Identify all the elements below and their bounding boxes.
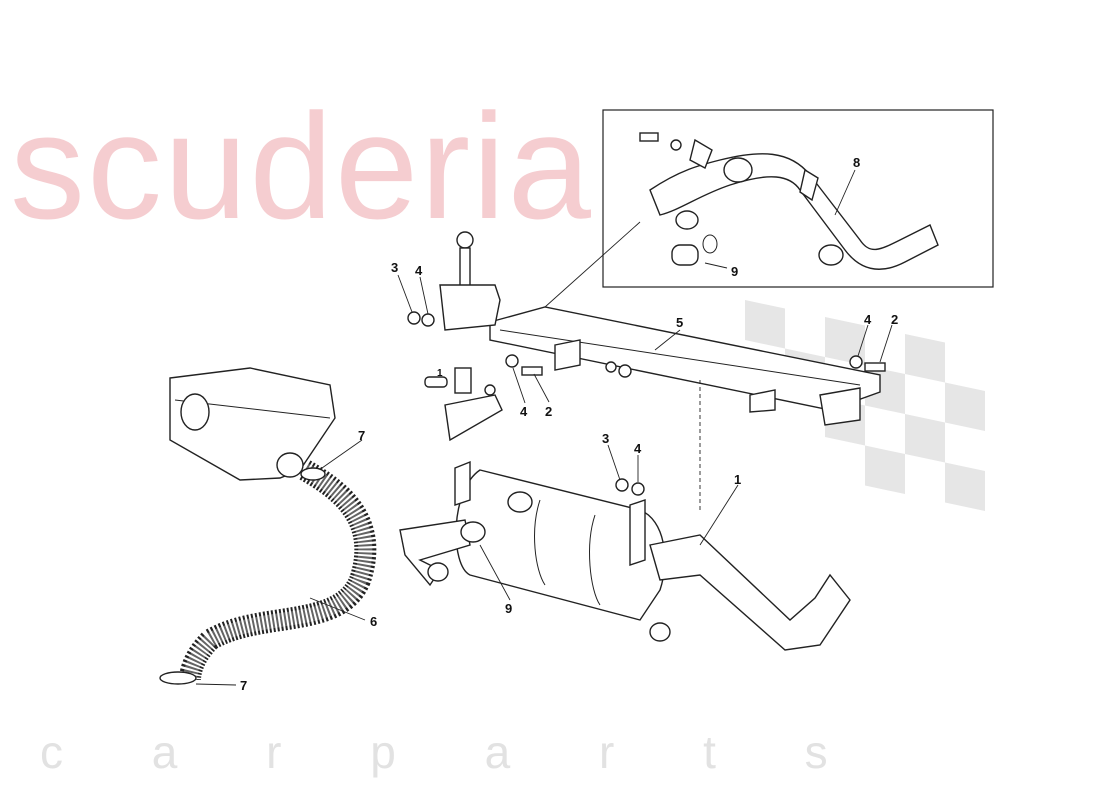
callout-4: 4 [864, 312, 872, 327]
air-filter-box [169, 367, 336, 481]
part-7-clamp-upper [300, 467, 326, 481]
callout-9: 9 [505, 601, 512, 616]
callout-2: 2 [545, 404, 552, 419]
part-5-crossmember [489, 306, 881, 426]
callout-7: 7 [358, 428, 365, 443]
callout-9: 9 [731, 264, 738, 279]
part-7-clamp-lower [159, 671, 197, 685]
callout-3: 3 [602, 431, 609, 446]
callout-1: 1 [734, 472, 741, 487]
callout-4: 4 [634, 441, 642, 456]
callout-5: 5 [676, 315, 683, 330]
callout-7: 7 [240, 678, 247, 693]
part-9-sleeve [460, 521, 486, 543]
callout-4: 4 [520, 404, 528, 419]
callout-4: 4 [415, 263, 423, 278]
watermark-car-parts: c a r p a r t s [40, 726, 866, 778]
callout-6: 6 [370, 614, 377, 629]
mount-bracket [407, 231, 886, 496]
inset-frame [602, 109, 994, 288]
part-9-sleeve [671, 244, 699, 266]
part-8-tailpipe-assembly [639, 132, 939, 270]
part-6-flexible-hose [179, 460, 377, 681]
callout-3: 3 [391, 260, 398, 275]
callout-8: 8 [853, 155, 860, 170]
callout-small-1: 1 [437, 368, 443, 379]
watermark-scuderia: scuderia [10, 82, 593, 250]
checkered-flag-icon [745, 300, 985, 512]
leader-lines [195, 274, 893, 686]
part-1-muffler-assembly [399, 460, 851, 651]
callout-2: 2 [891, 312, 898, 327]
